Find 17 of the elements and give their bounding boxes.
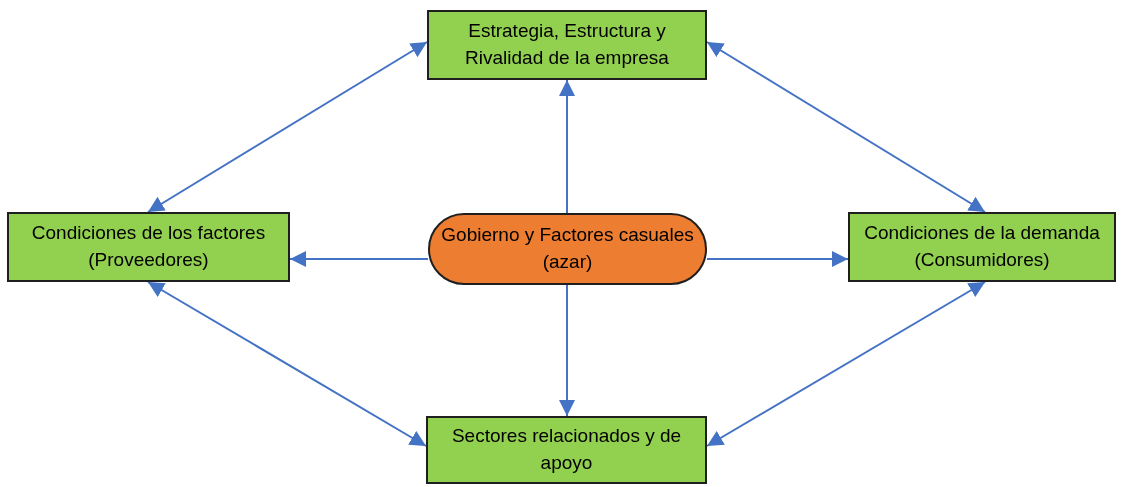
node-label: Estrategia, Estructura y Rivalidad de la empresa xyxy=(464,19,670,70)
arrow xyxy=(706,41,986,213)
arrow xyxy=(289,251,429,267)
arrow xyxy=(559,284,575,417)
node-label: Sectores relacionados y de apoyo xyxy=(450,424,683,475)
process-box xyxy=(426,416,707,484)
process-box xyxy=(7,212,290,282)
process-box xyxy=(848,212,1116,282)
process-box xyxy=(427,10,707,80)
arrow xyxy=(706,281,986,447)
node-label: Gobierno y Factores casuales (azar) xyxy=(440,223,695,274)
arrow xyxy=(147,281,427,447)
arrow xyxy=(147,41,428,213)
node-label: Condiciones de los factores (Proveedores) xyxy=(30,221,267,272)
arrow xyxy=(706,251,849,267)
node-label: Condiciones de la demanda (Consumidores) xyxy=(863,221,1101,272)
arrow xyxy=(559,79,575,214)
